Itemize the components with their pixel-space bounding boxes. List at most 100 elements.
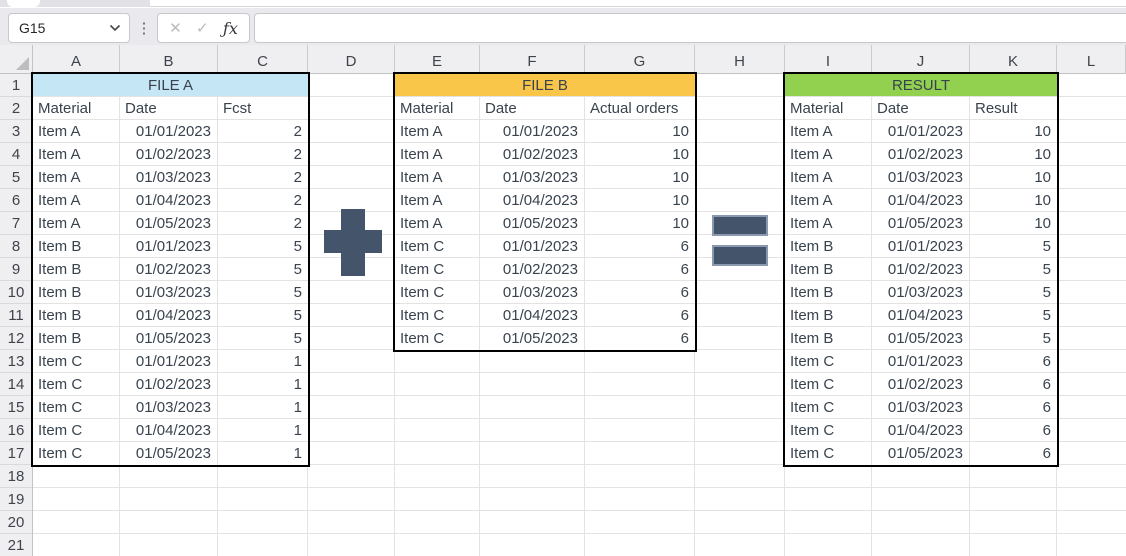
- file-a-cell[interactable]: Item C: [33, 373, 120, 396]
- result-cell[interactable]: 01/03/2023: [872, 396, 970, 419]
- result-cell[interactable]: Item A: [785, 166, 872, 189]
- result-cell[interactable]: 01/01/2023: [872, 350, 970, 373]
- row-header-2[interactable]: 2: [0, 97, 32, 120]
- file-b-cell[interactable]: 10: [585, 212, 695, 235]
- column-header-B[interactable]: B: [120, 45, 218, 73]
- column-header-E[interactable]: E: [395, 45, 480, 73]
- result-cell[interactable]: 6: [970, 419, 1057, 442]
- file-b-cell[interactable]: Item A: [395, 189, 480, 212]
- file-b-cell[interactable]: Item C: [395, 258, 480, 281]
- file-b-cell[interactable]: 6: [585, 327, 695, 350]
- file-a-cell[interactable]: 01/03/2023: [120, 281, 218, 304]
- file-b-cell[interactable]: 10: [585, 166, 695, 189]
- file-a-title[interactable]: FILE A: [33, 74, 308, 97]
- file-b-cell[interactable]: 01/02/2023: [480, 258, 585, 281]
- column-header-I[interactable]: I: [785, 45, 872, 73]
- result-cell[interactable]: 5: [970, 304, 1057, 327]
- row-header-13[interactable]: 13: [0, 350, 32, 373]
- file-a-cell[interactable]: 01/01/2023: [120, 350, 218, 373]
- file-a-cell[interactable]: 01/04/2023: [120, 304, 218, 327]
- file-a-cell[interactable]: 01/02/2023: [120, 373, 218, 396]
- column-header-L[interactable]: L: [1057, 45, 1126, 73]
- file-b-cell[interactable]: 6: [585, 235, 695, 258]
- file-a-cell[interactable]: Item B: [33, 327, 120, 350]
- file-a-col-header[interactable]: Date: [120, 97, 218, 120]
- column-header-F[interactable]: F: [480, 45, 585, 73]
- file-b-cell[interactable]: 10: [585, 143, 695, 166]
- file-b-cell[interactable]: 6: [585, 304, 695, 327]
- file-a-cell[interactable]: Item B: [33, 281, 120, 304]
- column-header-C[interactable]: C: [218, 45, 308, 73]
- result-cell[interactable]: Item A: [785, 120, 872, 143]
- result-cell[interactable]: 6: [970, 396, 1057, 419]
- file-a-cell[interactable]: Item A: [33, 143, 120, 166]
- result-cell[interactable]: Item C: [785, 419, 872, 442]
- file-b-cell[interactable]: 6: [585, 258, 695, 281]
- file-b-cell[interactable]: 01/01/2023: [480, 235, 585, 258]
- kebab-menu-icon[interactable]: ⋮: [136, 20, 152, 37]
- file-b-cell[interactable]: Item A: [395, 120, 480, 143]
- result-cell[interactable]: 01/02/2023: [872, 143, 970, 166]
- chevron-down-icon[interactable]: [109, 24, 121, 32]
- file-a-cell[interactable]: Item C: [33, 442, 120, 465]
- file-b-cell[interactable]: 01/01/2023: [480, 120, 585, 143]
- file-a-cell[interactable]: Item C: [33, 396, 120, 419]
- insert-function-icon[interactable]: ƒx: [222, 18, 238, 38]
- file-a-cell[interactable]: 01/04/2023: [120, 419, 218, 442]
- formula-input[interactable]: [254, 13, 1126, 43]
- result-cell[interactable]: 01/04/2023: [872, 304, 970, 327]
- file-a-cell[interactable]: 2: [218, 143, 308, 166]
- result-cell[interactable]: 10: [970, 189, 1057, 212]
- file-a-cell[interactable]: 1: [218, 419, 308, 442]
- result-cell[interactable]: 5: [970, 281, 1057, 304]
- column-header-A[interactable]: A: [33, 45, 120, 73]
- result-cell[interactable]: 10: [970, 120, 1057, 143]
- file-a-cell[interactable]: 01/03/2023: [120, 166, 218, 189]
- row-header-10[interactable]: 10: [0, 281, 32, 304]
- column-header-K[interactable]: K: [970, 45, 1057, 73]
- row-header-4[interactable]: 4: [0, 143, 32, 166]
- file-a-cell[interactable]: 5: [218, 304, 308, 327]
- result-cell[interactable]: 01/03/2023: [872, 281, 970, 304]
- result-cell[interactable]: 6: [970, 350, 1057, 373]
- row-header-8[interactable]: 8: [0, 235, 32, 258]
- result-cell[interactable]: Item C: [785, 442, 872, 465]
- file-b-cell[interactable]: 01/04/2023: [480, 189, 585, 212]
- file-a-cell[interactable]: 2: [218, 212, 308, 235]
- result-col-header[interactable]: Material: [785, 97, 872, 120]
- result-cell[interactable]: 10: [970, 166, 1057, 189]
- file-a-cell[interactable]: 1: [218, 373, 308, 396]
- file-b-cell[interactable]: 6: [585, 281, 695, 304]
- result-cell[interactable]: Item B: [785, 281, 872, 304]
- file-a-cell[interactable]: Item A: [33, 212, 120, 235]
- file-a-cell[interactable]: 1: [218, 396, 308, 419]
- result-cell[interactable]: 01/05/2023: [872, 327, 970, 350]
- row-header-3[interactable]: 3: [0, 120, 32, 143]
- file-b-cell[interactable]: Item C: [395, 304, 480, 327]
- file-a-cell[interactable]: 01/04/2023: [120, 189, 218, 212]
- row-header-11[interactable]: 11: [0, 304, 32, 327]
- select-all-corner[interactable]: [0, 45, 33, 74]
- file-a-cell[interactable]: Item A: [33, 166, 120, 189]
- file-b-cell[interactable]: 10: [585, 189, 695, 212]
- file-b-cell[interactable]: 01/03/2023: [480, 281, 585, 304]
- file-a-col-header[interactable]: Fcst: [218, 97, 308, 120]
- result-cell[interactable]: 10: [970, 212, 1057, 235]
- row-header-14[interactable]: 14: [0, 373, 32, 396]
- file-b-title[interactable]: FILE B: [395, 74, 695, 97]
- file-a-cell[interactable]: 01/01/2023: [120, 120, 218, 143]
- row-header-9[interactable]: 9: [0, 258, 32, 281]
- result-cell[interactable]: 10: [970, 143, 1057, 166]
- row-header-19[interactable]: 19: [0, 488, 32, 511]
- file-a-cell[interactable]: 01/01/2023: [120, 235, 218, 258]
- cancel-icon[interactable]: ✕: [169, 19, 182, 37]
- result-cell[interactable]: 5: [970, 235, 1057, 258]
- result-cell[interactable]: Item C: [785, 396, 872, 419]
- column-header-D[interactable]: D: [308, 45, 395, 73]
- file-a-cell[interactable]: 01/02/2023: [120, 258, 218, 281]
- file-a-cell[interactable]: Item B: [33, 235, 120, 258]
- file-b-cell[interactable]: 01/02/2023: [480, 143, 585, 166]
- result-col-header[interactable]: Result: [970, 97, 1057, 120]
- file-b-cell[interactable]: Item C: [395, 281, 480, 304]
- file-a-cell[interactable]: 01/05/2023: [120, 212, 218, 235]
